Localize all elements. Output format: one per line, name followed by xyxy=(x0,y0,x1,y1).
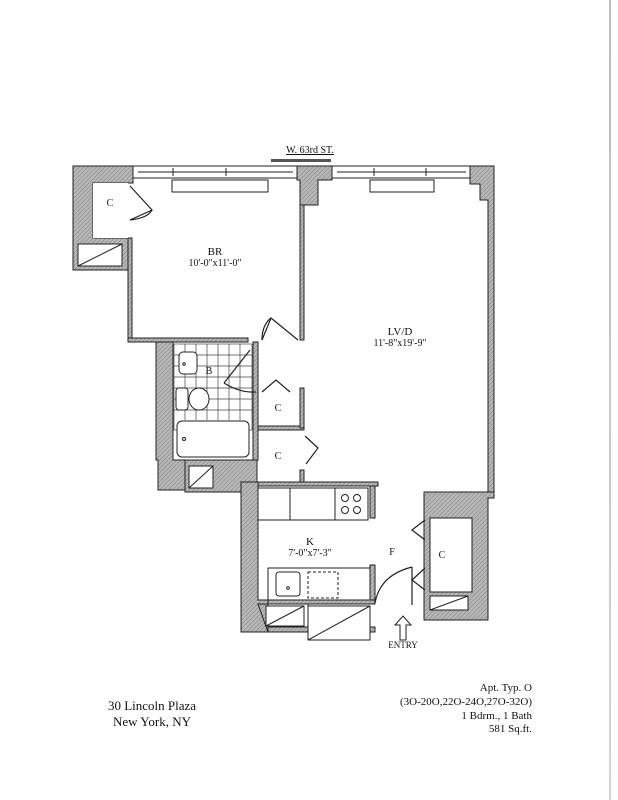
closet-label: C xyxy=(274,451,282,462)
thin-walls xyxy=(131,200,489,492)
kitchen-dimensions: 7'-0"x7'-3" xyxy=(288,548,332,560)
apartment-type: Apt. Typ. O xyxy=(479,682,532,694)
address-line-1: 30 Lincoln Plaza xyxy=(107,698,197,713)
closet-label: C xyxy=(274,403,282,414)
bedroom-label: BR 10'-0"x11'-0" xyxy=(175,246,255,269)
kitchen-label: K 7'-0"x7'-3" xyxy=(270,536,350,559)
foyer-label: F xyxy=(389,547,395,558)
closet-label: C xyxy=(106,198,114,209)
bath-tiles xyxy=(173,343,253,431)
closet-label: C xyxy=(438,550,446,561)
address-block: 30 Lincoln Plaza New York, NY xyxy=(72,698,232,731)
address-line-2: New York, NY xyxy=(112,714,191,730)
apartment-info: Apt. Typ. O (3O-20O,22O-24O,27O-32O) 1 B… xyxy=(300,682,532,737)
apartment-area: 581 Sq.ft. xyxy=(488,723,532,736)
apartment-layout: 1 Bdrm., 1 Bath xyxy=(461,709,532,722)
bedroom-dimensions: 10'-0"x11'-0" xyxy=(188,258,242,270)
entry-arrow-icon xyxy=(393,615,413,641)
bath-label: B xyxy=(205,366,213,377)
street-marker xyxy=(271,159,331,162)
living-dining-label: LV/D 11'-8"x19'-9" xyxy=(350,326,450,349)
bedroom-name: BR xyxy=(207,246,223,258)
doors xyxy=(129,185,426,605)
kitchen-name: K xyxy=(306,536,314,548)
kitchen-fixtures xyxy=(257,487,371,601)
interior-spaces xyxy=(77,183,473,641)
page-edge xyxy=(609,0,611,800)
bath-fixtures xyxy=(175,351,250,458)
living-dining-name: LV/D xyxy=(387,326,413,338)
street-label: W. 63rd ST. xyxy=(286,145,334,156)
living-dining-dimensions: 11'-8"x19'-9" xyxy=(373,338,427,350)
north-windows xyxy=(132,165,471,193)
apartment-lines: (3O-20O,22O-24O,27O-32O) xyxy=(400,695,532,708)
entry-label: ENTRY xyxy=(388,640,418,650)
